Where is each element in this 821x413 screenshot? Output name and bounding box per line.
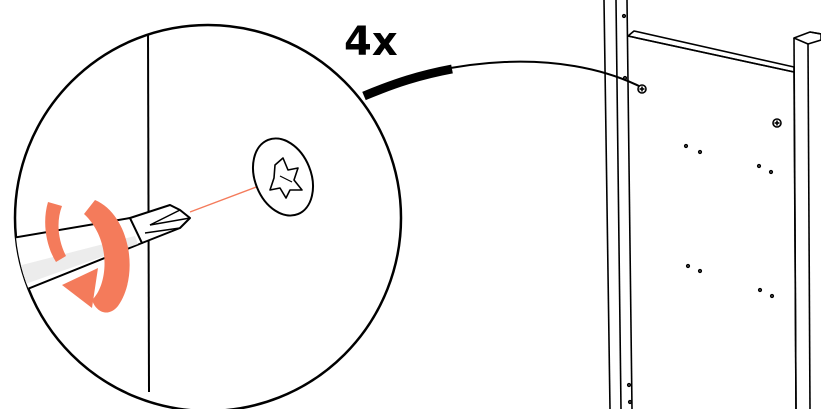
phillips-screw-icon: [252, 137, 314, 217]
rotate-clockwise-icon: [45, 200, 130, 313]
back-panel: [627, 30, 797, 410]
panel-screw-right: [772, 118, 782, 128]
detail-magnifier: [13, 23, 403, 413]
right-upright-post: [793, 31, 821, 410]
left-upright-post: [603, 0, 633, 410]
cabinet-frame: [603, 0, 821, 410]
callout-leader-thick: [362, 64, 453, 101]
quantity-label: 4x: [344, 19, 398, 65]
panel-screw-left: [637, 84, 647, 94]
